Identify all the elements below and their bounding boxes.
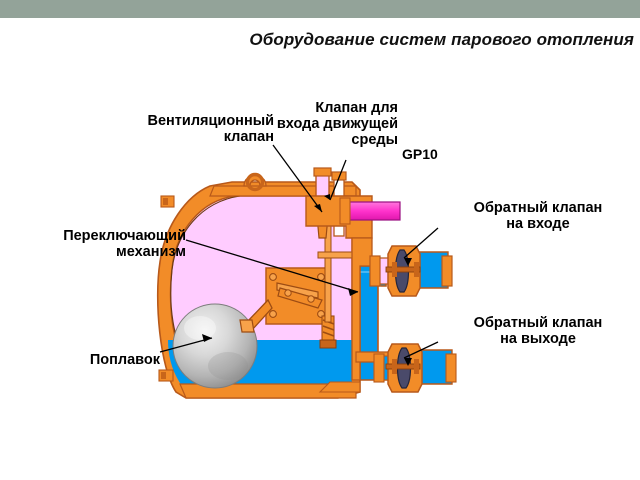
check-valve-inlet — [369, 245, 453, 297]
vessel-body — [156, 172, 361, 399]
callout-vent-valve: Вентиляционный клапан — [147, 113, 274, 146]
leader-lines — [159, 144, 439, 359]
valve-stem-assembly — [305, 167, 401, 323]
float-ball — [172, 303, 258, 389]
lifting-eye-icon — [243, 172, 267, 192]
page-title: Оборудование систем парового отопления — [249, 30, 634, 49]
callout-float: Поплавок — [89, 352, 160, 368]
callout-gp10: GP10 — [402, 146, 438, 162]
switching-mechanism — [239, 267, 337, 349]
leader-arrowheads — [202, 194, 412, 366]
callout-inlet-valve: Клапан для входа движущей среды — [276, 100, 398, 149]
callout-check-valve-in: Обратный клапан на входе — [473, 200, 603, 233]
header-band — [0, 0, 640, 18]
check-valve-outlet — [373, 343, 457, 393]
callout-switching-mech: Переключающий механизм — [63, 228, 186, 261]
callout-check-valve-out: Обратный клапан на выходе — [473, 315, 603, 348]
outlet-duct — [318, 237, 421, 393]
